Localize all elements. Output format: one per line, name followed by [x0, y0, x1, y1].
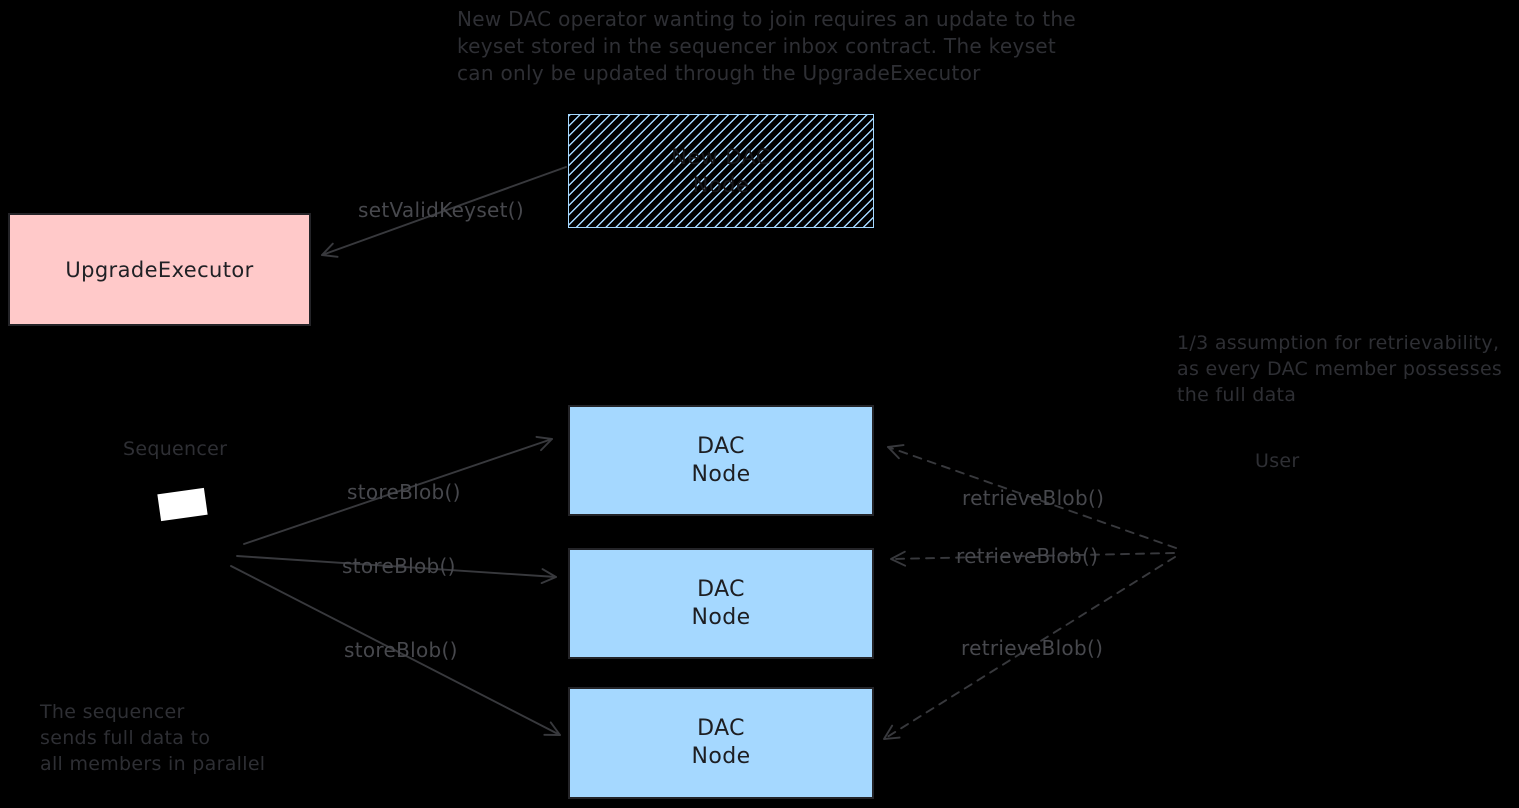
set-valid-keyset-label: setValidKeyset() [358, 198, 524, 222]
dac-node-label: DAC [697, 576, 745, 602]
dac-node-box-2: DAC Node [568, 548, 874, 659]
dac-node-label: Node [691, 461, 751, 487]
keyset-note-line: keyset stored in the sequencer inbox con… [457, 34, 1057, 58]
new-dac-node-label: Node [692, 173, 750, 197]
dac-node-label: DAC [697, 433, 745, 459]
dac-node-label: DAC [697, 716, 745, 741]
dac-node-box-3: DAC Node [568, 687, 874, 799]
store-blob-label: storeBlob() [347, 480, 461, 504]
dac-node-label: Node [691, 744, 751, 769]
upgrade-executor-box: UpgradeExecutor [8, 213, 311, 326]
new-dac-node-label: New DAC [671, 145, 771, 169]
retrievability-note-line: as every DAC member possesses [1177, 358, 1503, 380]
parallel-note-line: The sequencer [40, 701, 185, 723]
dac-node-label: Node [691, 604, 751, 630]
parallel-note-line: all members in parallel [40, 753, 266, 775]
retrieve-blob-label: retrieveBlob() [962, 486, 1105, 510]
sequencer-laptop-screen-shape [157, 487, 208, 522]
store-blob-label: storeBlob() [342, 554, 456, 578]
sequencer-label: Sequencer [123, 438, 228, 460]
retrievability-note-line: the full data [1177, 384, 1297, 406]
keyset-note-line: can only be updated through the UpgradeE… [457, 61, 981, 85]
dac-node-box-1: DAC Node [568, 405, 874, 516]
retrievability-note-line: 1/3 assumption for retrievability, [1177, 332, 1500, 354]
store-blob-label: storeBlob() [344, 638, 458, 662]
retrieve-blob-label: retrieveBlob() [961, 636, 1104, 660]
new-dac-node-box: New DAC Node [568, 114, 874, 228]
parallel-note-line: sends full data to [40, 727, 211, 749]
user-label: User [1255, 450, 1300, 472]
keyset-note-line: New DAC operator wanting to join require… [457, 7, 1076, 31]
retrieve-blob-label: retrieveBlob() [956, 544, 1099, 568]
upgrade-executor-label: UpgradeExecutor [65, 257, 254, 282]
keyset-note: New DAC operator wanting to join require… [457, 6, 1076, 87]
parallel-note: The sequencer sends full data to all mem… [40, 699, 265, 777]
retrievability-note: 1/3 assumption for retrievability, as ev… [1177, 330, 1502, 408]
